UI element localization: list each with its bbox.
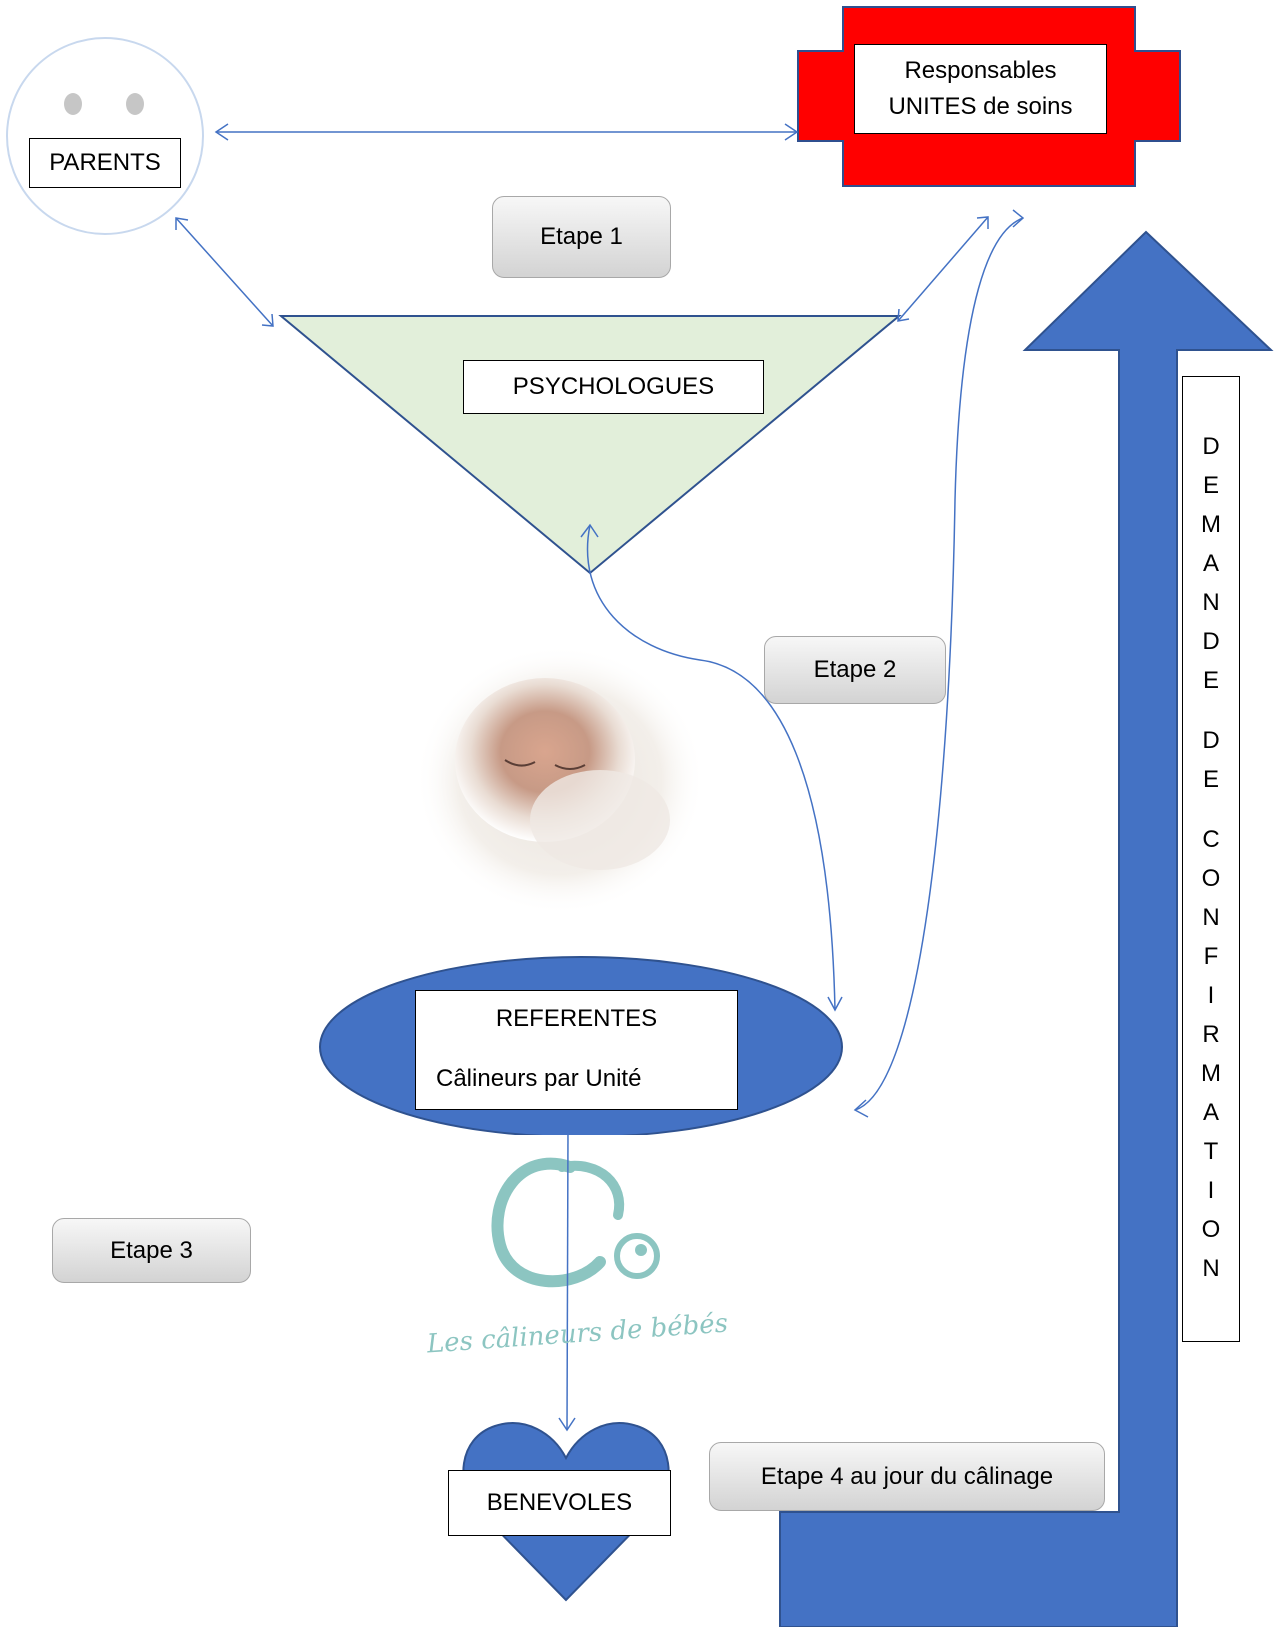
baby-photo	[414, 640, 706, 922]
calineurs-logo	[440, 1135, 717, 1390]
vertical-letter: O	[1201, 865, 1221, 892]
psychologues-triangle	[278, 315, 902, 575]
vertical-letter: M	[1201, 511, 1221, 538]
vertical-letter: D	[1202, 433, 1220, 460]
referentes-label: REFERENTES Câlineurs par Unité	[415, 990, 738, 1110]
vertical-letter: N	[1202, 589, 1220, 616]
etape2-button[interactable]: Etape 2	[764, 636, 946, 704]
unites-label-line2: UNITES de soins	[888, 93, 1073, 120]
vertical-letter: E	[1202, 472, 1219, 499]
vertical-letter: I	[1207, 1177, 1215, 1204]
vertical-letter: E	[1202, 667, 1219, 694]
vertical-letter: R	[1202, 1021, 1220, 1048]
vertical-letter: F	[1203, 943, 1219, 970]
etape1-button[interactable]: Etape 1	[492, 196, 671, 278]
vertical-letter: E	[1202, 766, 1219, 793]
parents-face-eye-left	[64, 93, 82, 115]
vertical-letter: D	[1202, 628, 1220, 655]
benevoles-label: BENEVOLES	[448, 1470, 671, 1536]
vertical-letter: N	[1202, 904, 1220, 931]
connectors	[175, 123, 1025, 1432]
referentes-subtitle: Câlineurs par Unité	[436, 1065, 642, 1092]
vertical-letter: A	[1202, 550, 1219, 577]
referentes-title: REFERENTES	[495, 1005, 658, 1032]
vertical-letter: I	[1207, 982, 1215, 1009]
vertical-letter: A	[1202, 1099, 1219, 1126]
etape4-button[interactable]: Etape 4 au jour du câlinage	[709, 1442, 1105, 1511]
confirmation-big-arrow[interactable]	[779, 230, 1274, 1627]
vertical-letter: T	[1203, 1138, 1219, 1165]
vertical-letter: M	[1201, 1060, 1221, 1087]
vertical-letter: O	[1201, 1216, 1221, 1243]
unites-label: Responsables UNITES de soins	[854, 44, 1107, 134]
etape3-button[interactable]: Etape 3	[52, 1218, 251, 1283]
unites-label-line1: Responsables	[904, 57, 1057, 84]
parents-label: PARENTS	[29, 138, 181, 188]
vertical-letter: C	[1202, 826, 1220, 853]
psychologues-label: PSYCHOLOGUES	[463, 360, 764, 414]
vertical-letter: N	[1202, 1255, 1220, 1282]
parents-face-circle	[6, 37, 204, 235]
vertical-letter: D	[1202, 727, 1220, 754]
parents-face-eye-right	[126, 93, 144, 115]
